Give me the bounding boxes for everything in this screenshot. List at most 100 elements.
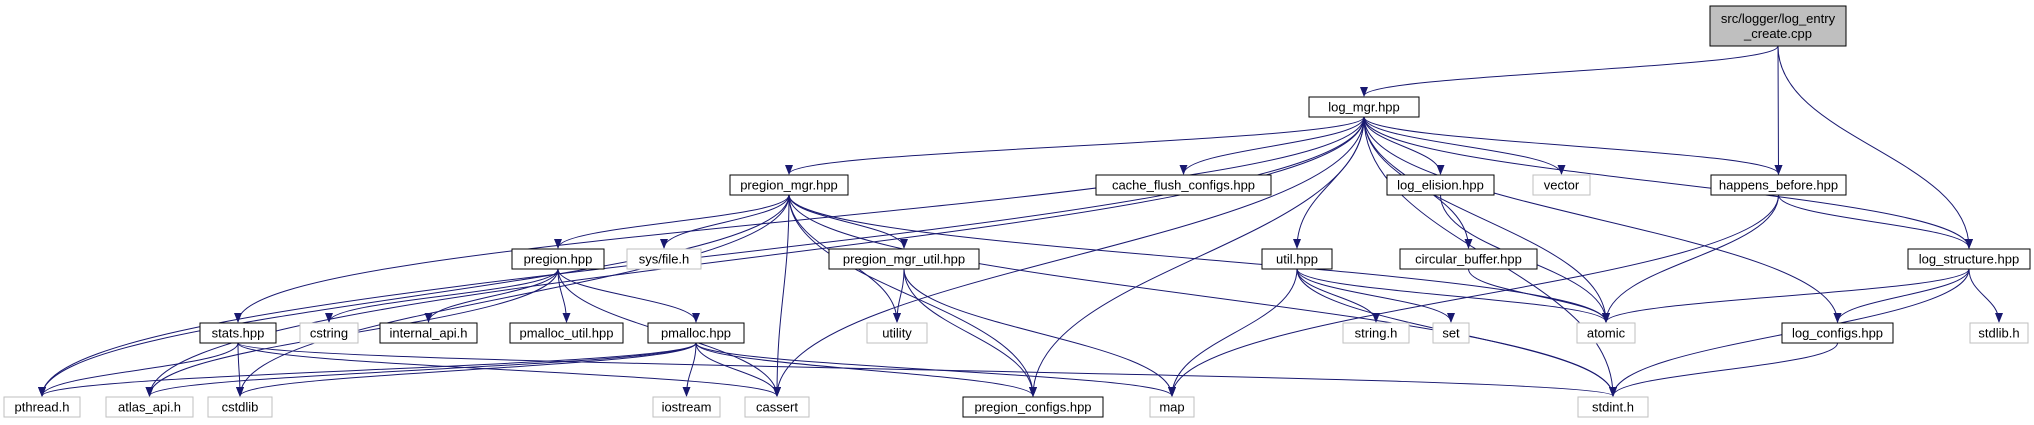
node-cache_flush[interactable]: cache_flush_configs.hpp <box>1095 174 1272 196</box>
edge-log_mgr-to-stats <box>234 116 1365 323</box>
node-root[interactable]: src/logger/log_entry_create.cpp <box>1709 5 1847 47</box>
node-stdlib: stdlib.h <box>1969 322 2029 344</box>
edge-log_mgr-to-atomic <box>1363 116 1610 323</box>
node-log_mgr[interactable]: log_mgr.hpp <box>1308 96 1420 118</box>
node-box-map <box>1149 396 1195 418</box>
edge-log_mgr-to-vector <box>1363 116 1566 175</box>
edge-log_configs-to-stdint <box>1609 342 1838 397</box>
node-label-map: map <box>1159 400 1184 415</box>
node-box-stdint <box>1577 396 1649 418</box>
node-label-atomic: atomic <box>1587 326 1626 341</box>
node-label-cstring: cstring <box>310 326 348 341</box>
node-log_configs[interactable]: log_configs.hpp <box>1781 322 1894 344</box>
node-label-internal_api: internal_api.h <box>389 326 467 341</box>
edge-pregion-to-pmalloc <box>557 268 700 323</box>
node-log_elision[interactable]: log_elision.hpp <box>1386 174 1495 196</box>
edge-stats-to-stdint <box>237 342 1617 397</box>
edge-log_mgr-to-cache_flush <box>1179 116 1365 175</box>
node-internal_api[interactable]: internal_api.h <box>379 322 478 344</box>
node-box-pmalloc <box>647 322 745 344</box>
node-box-pregion_mgr_util <box>828 248 980 270</box>
node-pmalloc_util[interactable]: pmalloc_util.hpp <box>509 322 624 344</box>
edge-log_mgr-to-log_configs <box>1363 116 1842 323</box>
edge-circular_buffer-to-atomic <box>1468 268 1610 323</box>
node-label-cstdlib: cstdlib <box>222 400 259 415</box>
node-box-root <box>1709 5 1847 47</box>
edge-pregion_mgr-to-atomic <box>788 194 1610 323</box>
node-label-happens_before: happens_before.hpp <box>1719 178 1838 193</box>
node-box-vector <box>1532 174 1591 196</box>
node-cstring: cstring <box>299 322 359 344</box>
node-pregion_configs[interactable]: pregion_configs.hpp <box>962 396 1104 418</box>
node-label-root: _create.cpp <box>1743 26 1812 41</box>
node-box-pregion <box>511 248 605 270</box>
node-label-log_structure: log_structure.hpp <box>1919 252 2019 267</box>
edge-log_mgr-to-happens_before <box>1363 116 1783 175</box>
node-box-stdlib <box>1969 322 2029 344</box>
edge-log_structure-to-atomic <box>1602 268 1970 323</box>
node-label-log_elision: log_elision.hpp <box>1397 178 1484 193</box>
node-pregion_mgr_util[interactable]: pregion_mgr_util.hpp <box>828 248 980 270</box>
edge-log_mgr-to-pthread <box>38 116 1365 397</box>
node-label-cassert: cassert <box>756 400 798 415</box>
node-label-log_configs: log_configs.hpp <box>1792 326 1883 341</box>
edge-log_mgr-to-atlas_api <box>145 116 1365 397</box>
node-pthread: pthread.h <box>3 396 81 418</box>
node-label-atlas_api: atlas_api.h <box>118 400 181 415</box>
node-pregion[interactable]: pregion.hpp <box>511 248 605 270</box>
node-iostream: iostream <box>652 396 721 418</box>
node-happens_before[interactable]: happens_before.hpp <box>1710 174 1847 196</box>
node-set: set <box>1432 322 1470 344</box>
edge-util-to-set <box>1296 268 1455 323</box>
edge-util-to-map <box>1168 268 1298 397</box>
node-atlas_api: atlas_api.h <box>105 396 194 418</box>
edge-pregion_mgr-to-sysfile <box>660 194 790 249</box>
node-label-pregion_mgr: pregion_mgr.hpp <box>740 178 838 193</box>
node-box-pthread <box>3 396 81 418</box>
node-box-pregion_mgr <box>729 174 849 196</box>
node-box-happens_before <box>1710 174 1847 196</box>
edge-log_mgr-to-pregion_configs <box>1029 116 1365 397</box>
edge-pregion_mgr_util-to-utility <box>893 268 905 323</box>
edge-pmalloc-to-cstdlib <box>236 342 697 397</box>
edge-pregion_mgr_util-to-map <box>903 268 1176 397</box>
edge-pregion_mgr_util-to-pregion_configs <box>903 268 1037 397</box>
edge-stats-to-cassert <box>237 342 781 397</box>
node-pregion_mgr[interactable]: pregion_mgr.hpp <box>729 174 849 196</box>
node-atomic: atomic <box>1576 322 1636 344</box>
node-box-internal_api <box>379 322 478 344</box>
node-label-sysfile: sys/file.h <box>639 252 690 267</box>
edge-log_structure-to-log_configs <box>1833 268 1970 323</box>
node-log_structure[interactable]: log_structure.hpp <box>1907 248 2031 270</box>
node-label-stats: stats.hpp <box>212 326 265 341</box>
edge-log_mgr-to-cassert <box>773 116 1365 397</box>
nodes-layer: src/logger/log_entry_create.cpp log_mgr.h… <box>3 5 2031 418</box>
edge-pregion_mgr-to-pthread <box>38 194 790 397</box>
edge-pregion_mgr-to-cstdlib <box>236 194 790 397</box>
node-box-stringh <box>1342 322 1410 344</box>
node-label-root: src/logger/log_entry <box>1721 11 1836 26</box>
edges-layer <box>38 45 2003 397</box>
node-label-stdint: stdint.h <box>1592 400 1634 415</box>
node-label-pregion: pregion.hpp <box>524 252 593 267</box>
edge-root-to-happens_before <box>1774 45 1783 175</box>
node-cstdlib: cstdlib <box>207 396 273 418</box>
edge-stats-to-pthread <box>38 342 239 397</box>
node-label-utility: utility <box>882 326 912 341</box>
node-stats[interactable]: stats.hpp <box>199 322 277 344</box>
node-box-stats <box>199 322 277 344</box>
edge-pmalloc-to-atlas_api <box>145 342 697 397</box>
node-box-iostream <box>652 396 721 418</box>
node-util[interactable]: util.hpp <box>1261 248 1333 270</box>
node-stringh: string.h <box>1342 322 1410 344</box>
node-pmalloc[interactable]: pmalloc.hpp <box>647 322 745 344</box>
edge-pregion_mgr-to-cassert <box>773 194 790 397</box>
node-box-atomic <box>1576 322 1636 344</box>
node-label-pregion_mgr_util: pregion_mgr_util.hpp <box>843 252 965 267</box>
node-circular_buffer[interactable]: circular_buffer.hpp <box>1399 248 1538 270</box>
node-box-utility <box>866 322 928 344</box>
edge-log_mgr-to-log_structure <box>1363 116 1973 249</box>
node-box-log_structure <box>1907 248 2031 270</box>
node-label-pthread: pthread.h <box>15 400 70 415</box>
